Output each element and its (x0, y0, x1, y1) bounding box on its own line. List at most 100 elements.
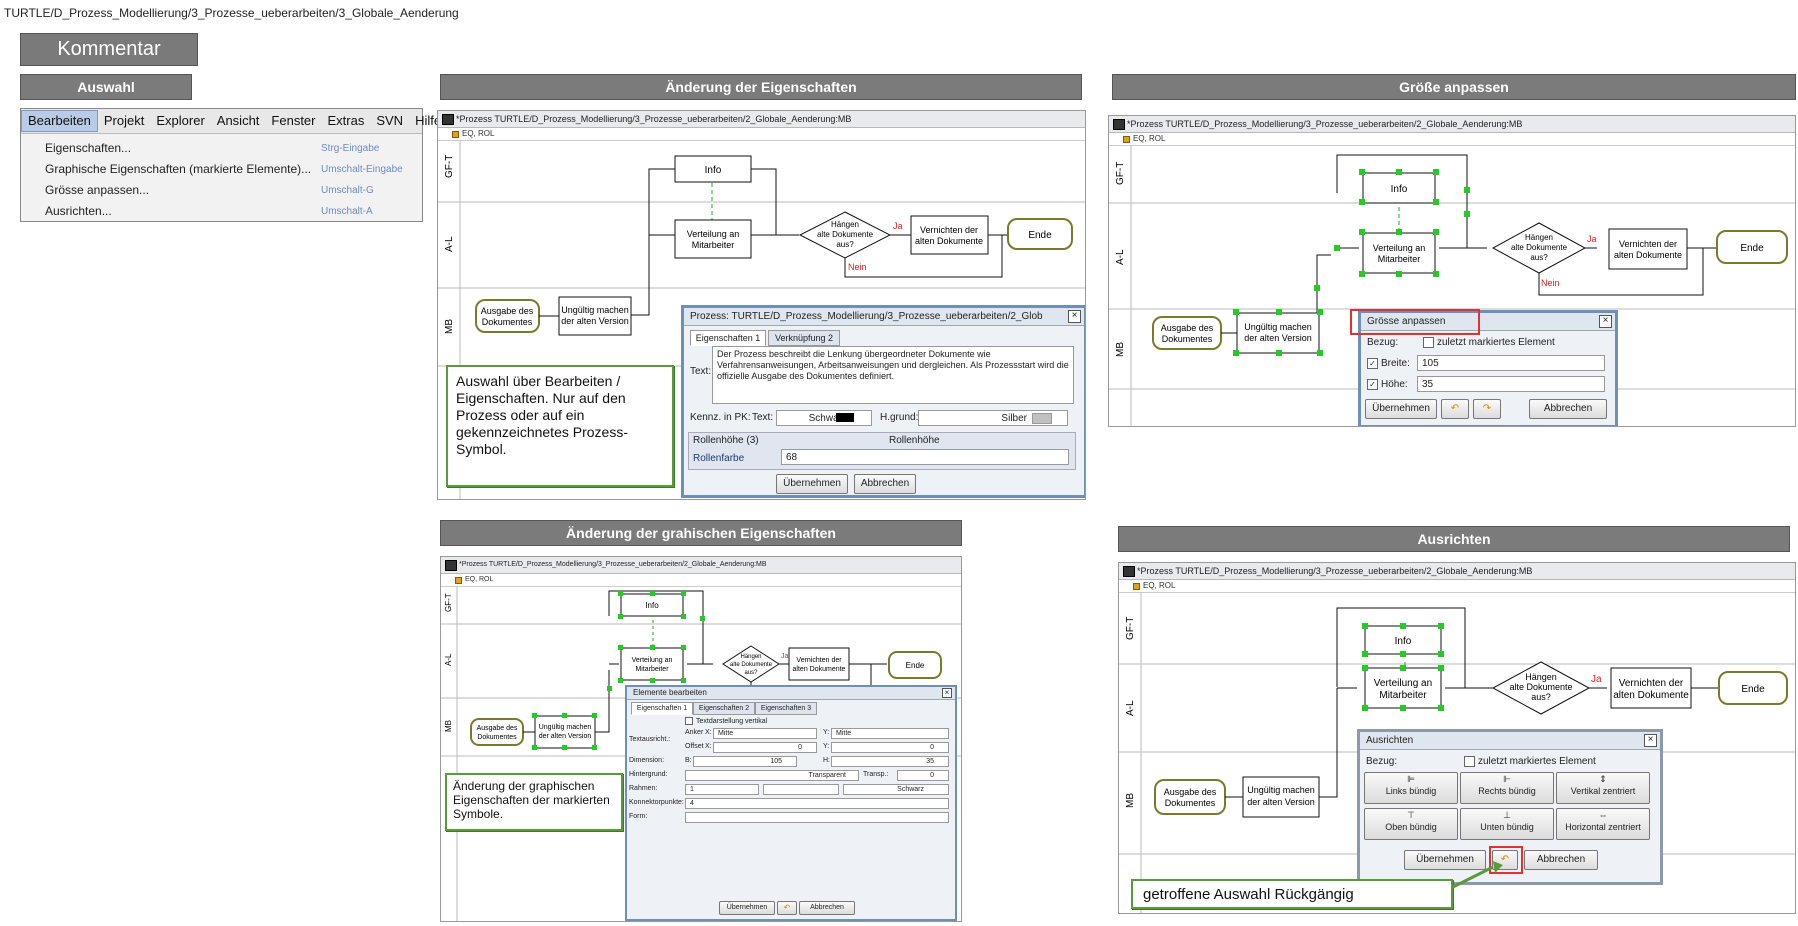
menu-explorer[interactable]: Explorer (156, 113, 205, 128)
zuletzt-checkbox[interactable]: zuletzt markiertes Element (1464, 756, 1596, 767)
vernichten-box[interactable] (788, 647, 850, 681)
hoehe-input[interactable]: 35 (831, 756, 949, 767)
ende-terminal[interactable] (1007, 218, 1073, 250)
offset-x-input[interactable]: 0 (713, 742, 817, 753)
tab-eigenschaften-2[interactable]: Eigenschaften 2 (693, 702, 755, 715)
decision-diamond[interactable] (1491, 661, 1591, 715)
anker-x-select[interactable]: Mitte (713, 728, 817, 739)
ausgabe-terminal[interactable] (1154, 779, 1226, 815)
menuitem-groesse-anpassen[interactable]: Grösse anpassen...Umschalt-G (21, 180, 422, 201)
rollenhoehe-input[interactable]: 68 (781, 449, 1069, 465)
menu-ansicht[interactable]: Ansicht (216, 113, 260, 128)
form-select[interactable] (685, 812, 949, 823)
vertikal-zentriert-button[interactable]: ⇕Vertikal zentriert (1556, 772, 1650, 804)
ja-label: Ja (1591, 674, 1602, 685)
verteilung-box[interactable] (620, 647, 684, 681)
abbrechen-button[interactable]: Abbrechen (1524, 850, 1598, 870)
menu-projekt[interactable]: Projekt (103, 113, 145, 128)
horizontal-zentriert-button[interactable]: ⇔Horizontal zentriert (1556, 808, 1650, 840)
verteilung-box[interactable] (674, 219, 752, 259)
ungueltig-box[interactable] (1236, 312, 1320, 354)
vernichten-box[interactable] (910, 215, 989, 255)
verteilung-box[interactable] (1362, 232, 1436, 274)
hintergrund-select[interactable]: Transparent (685, 770, 859, 781)
uebernehmen-button[interactable]: Übernehmen (1404, 850, 1486, 870)
info-text: Info (1391, 184, 1408, 195)
menuitem-graphische-eigenschaften[interactable]: Graphische Eigenschaften (markierte Elem… (21, 159, 422, 180)
hgrund-select[interactable]: Silber (918, 410, 1068, 426)
menuitem-eigenschaften[interactable]: Eigenschaften...Strg-Eingabe (21, 138, 422, 159)
redo-icon[interactable]: ↷ (1473, 399, 1501, 419)
decision-text: aus? (1530, 253, 1548, 262)
ungueltig-box[interactable] (534, 715, 596, 749)
info-box[interactable] (674, 155, 752, 183)
offset-y-input[interactable]: 0 (831, 742, 949, 753)
close-icon[interactable]: × (1644, 734, 1657, 747)
abbrechen-button[interactable]: Abbrechen (799, 901, 855, 915)
vernichten-box[interactable] (1608, 228, 1688, 270)
breite-input[interactable]: 105 (1417, 355, 1605, 371)
unten-buendig-button[interactable]: ⊥Unten bündig (1460, 808, 1554, 840)
undo-icon[interactable]: ↶ (1441, 399, 1469, 419)
zuletzt-checkbox[interactable]: zuletzt markiertes Element (1423, 337, 1555, 348)
lane-label: GF-T (1125, 617, 1136, 640)
text-color-select[interactable]: Schwarz (776, 410, 872, 426)
oben-buendig-button[interactable]: ⊤Oben bündig (1364, 808, 1458, 840)
tab-eigenschaften-1[interactable]: Eigenschaften 1 (631, 702, 693, 715)
vernichten-text: alten Dokumente (915, 236, 983, 246)
textdarstellung-checkbox[interactable]: Textdarstellung vertikal (685, 717, 767, 725)
ausgabe-terminal[interactable] (470, 718, 524, 746)
decision-diamond[interactable] (1491, 222, 1587, 274)
info-box[interactable] (1362, 172, 1436, 204)
decision-diamond[interactable] (722, 645, 780, 683)
verteilung-box[interactable] (1364, 667, 1442, 709)
menu-bearbeiten[interactable]: Bearbeiten (21, 110, 98, 132)
rahmen-width-select[interactable]: 1 (685, 784, 759, 795)
verteilung-text: Verteilung an (687, 229, 740, 239)
ende-terminal[interactable] (1716, 230, 1788, 264)
ausgabe-terminal[interactable] (1152, 316, 1222, 350)
undo-icon[interactable]: ↶ (777, 901, 797, 915)
konnektor-select[interactable]: 4 (685, 798, 949, 809)
decision-diamond[interactable] (798, 211, 892, 259)
rahmen-style-select[interactable] (763, 784, 839, 795)
menu-svn[interactable]: SVN (376, 113, 404, 128)
close-icon[interactable]: × (1599, 315, 1612, 328)
ende-terminal[interactable] (1718, 671, 1788, 705)
transp-input[interactable]: 0 (897, 770, 949, 781)
uebernehmen-button[interactable]: Übernehmen (1365, 399, 1437, 419)
offset-x-value: 0 (798, 744, 802, 751)
menu-extras[interactable]: Extras (327, 113, 365, 128)
checkbox-icon (1423, 337, 1434, 348)
abbrechen-button[interactable]: Abbrechen (1529, 399, 1607, 419)
ausgabe-terminal[interactable] (475, 299, 540, 333)
breite-checkbox[interactable]: ✓Breite: (1367, 358, 1410, 369)
close-icon[interactable]: × (1068, 310, 1081, 323)
ende-terminal[interactable] (888, 651, 942, 679)
hoehe-input[interactable]: 35 (1417, 376, 1605, 392)
ungueltig-box[interactable] (1242, 776, 1320, 818)
abbrechen-button[interactable]: Abbrechen (854, 474, 916, 494)
tab-verknuepfung[interactable]: Verknüpfung 2 (768, 330, 840, 346)
breite-input[interactable]: 105 (693, 756, 797, 767)
ungueltig-box[interactable] (558, 296, 632, 336)
menuitem-ausrichten[interactable]: Ausrichten...Umschalt-A (21, 201, 422, 222)
vernichten-box[interactable] (1610, 667, 1692, 709)
rechts-buendig-button[interactable]: ⊩Rechts bündig (1460, 772, 1554, 804)
uebernehmen-button[interactable]: Übernehmen (776, 474, 848, 494)
close-icon[interactable]: × (942, 688, 952, 698)
hoehe-checkbox[interactable]: ✓Höhe: (1367, 379, 1408, 390)
rahmen-color-select[interactable]: Schwarz (843, 784, 949, 795)
align-left-icon: ⊫ (1407, 774, 1415, 784)
links-buendig-button[interactable]: ⊫Links bündig (1364, 772, 1458, 804)
uebernehmen-button[interactable]: Übernehmen (719, 901, 775, 915)
ungueltig-text: Ungültig machen (561, 305, 629, 315)
tab-eigenschaften-3[interactable]: Eigenschaften 3 (755, 702, 817, 715)
description-textarea[interactable]: Der Prozess beschreibt die Lenkung überg… (712, 346, 1074, 404)
konnektor-label: Konnektorpunkte: (629, 799, 684, 806)
zuletzt-label: zuletzt markiertes Element (1478, 756, 1596, 768)
tab-eigenschaften[interactable]: Eigenschaften 1 (690, 330, 766, 346)
anker-y-select[interactable]: Mitte (831, 728, 949, 739)
menu-hilfe[interactable]: Hilfe (415, 113, 442, 128)
menu-fenster[interactable]: Fenster (271, 113, 316, 128)
